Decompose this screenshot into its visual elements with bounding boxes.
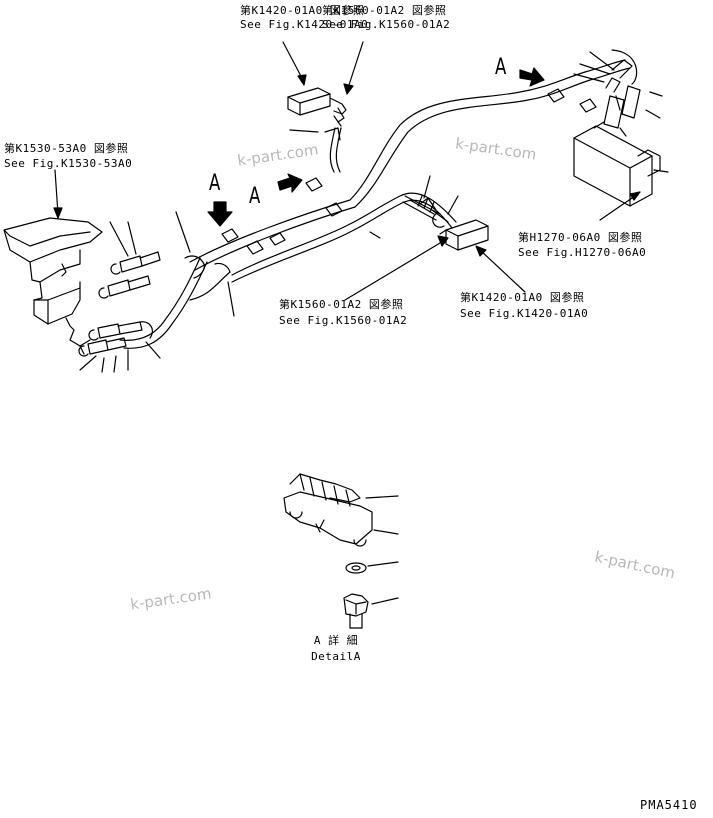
detail-caption-jp: A 詳 細 — [313, 634, 359, 647]
ref-k1560-mid-en: See Fig.K1560-01A2 — [279, 314, 408, 327]
ref-k1560-top-jp: 第K1560-01A2 図参照 — [322, 4, 447, 17]
ref-arrow-k1420-mid — [479, 249, 526, 293]
main-hose-upper — [189, 59, 631, 283]
ref-arrow-k1560-mid — [344, 239, 446, 301]
short-hose-top — [329, 127, 336, 173]
ref-arrow-k1530 — [54, 169, 59, 215]
leader-lines-left — [79, 129, 381, 373]
ref-k1420-top-jp: 第K1420-01A0 図参照 — [240, 4, 365, 17]
left-valve-assembly — [3, 217, 103, 355]
hose-lower-left — [119, 257, 201, 341]
detail-a-bolt — [343, 593, 399, 629]
ref-arrow-h1270 — [599, 195, 636, 221]
detail-caption-en: DetailA — [311, 650, 361, 663]
ref-k1420-mid-en: See Fig.K1420-01A0 — [460, 307, 589, 320]
detail-a-clamp — [283, 473, 399, 547]
ref-h1270-en: See Fig.H1270-06A0 — [518, 246, 647, 259]
mid-hose — [404, 195, 441, 215]
view-marker-a-mid: A — [249, 184, 261, 209]
view-marker-a-right: A — [495, 55, 507, 80]
right-switch-box — [573, 59, 661, 207]
ref-h1270-jp: 第H1270-06A0 図参照 — [518, 231, 643, 244]
ref-k1530-en: See Fig.K1530-53A0 — [4, 157, 133, 170]
ref-k1420-top-en: See Fig.K1420-01A0 — [240, 18, 369, 31]
mid-valve-block — [431, 209, 489, 251]
ref-arrow-k1420-top — [282, 41, 304, 81]
left-fittings — [78, 251, 161, 357]
top-valve-block — [287, 87, 347, 127]
view-marker-a-left: A — [209, 171, 221, 196]
ref-k1420-mid-jp: 第K1420-01A0 図参照 — [460, 291, 585, 304]
hose-clamps — [221, 88, 597, 255]
leader-lines-right — [573, 49, 669, 173]
ref-arrow-k1560-top — [347, 41, 364, 89]
ref-k1560-top-en: See Fig.K1560-01A2 — [322, 18, 451, 31]
detail-a-washer — [345, 561, 399, 574]
ref-k1560-mid-jp: 第K1560-01A2 図参照 — [279, 298, 404, 311]
view-arrows — [207, 67, 545, 227]
drawing-code: PMA5410 — [640, 798, 698, 812]
ref-k1530-jp: 第K1530-53A0 図参照 — [4, 142, 129, 155]
